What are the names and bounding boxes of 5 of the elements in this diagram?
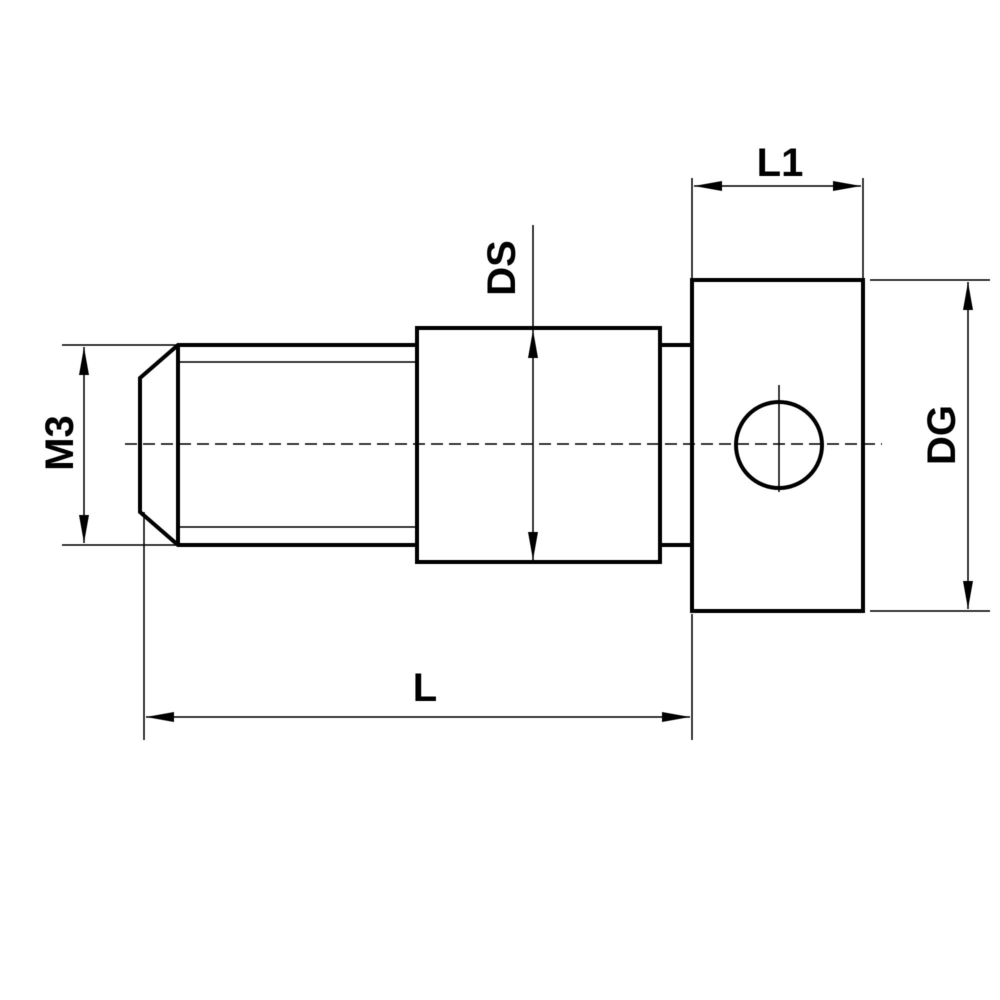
dimension-label: DS xyxy=(482,240,522,296)
dimension-label: M3 xyxy=(40,415,80,471)
dimension-label: L1 xyxy=(756,143,804,183)
dimension-label: L xyxy=(412,668,438,708)
dimension-label: DG xyxy=(922,405,962,465)
